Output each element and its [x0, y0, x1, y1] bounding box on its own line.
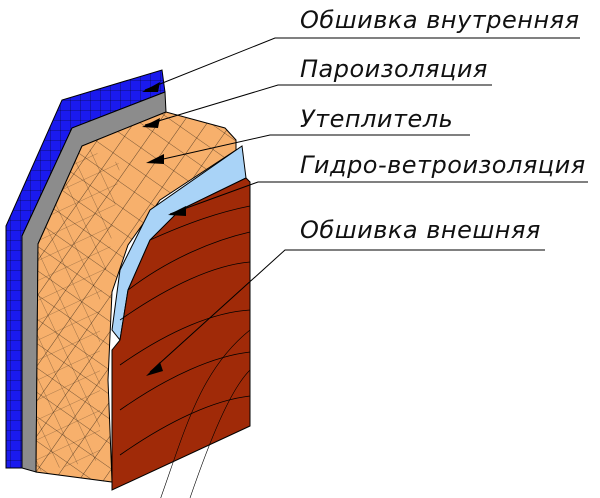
leader-insulation [149, 134, 470, 163]
label-outer-cladding: Обшивка внешняя [300, 216, 541, 244]
wood-grain-lines [119, 205, 251, 456]
arrow-icon [142, 118, 160, 128]
leader-wind-barrier [169, 181, 588, 215]
label-vapor-barrier: Пароизоляция [300, 55, 488, 83]
label-wind-barrier: Гидро-ветроизоляция [300, 151, 586, 179]
arrow-icon [142, 82, 160, 92]
label-inner-cladding: Обшивка внутренняя [300, 6, 580, 34]
arrow-icon [146, 362, 163, 376]
outer-cladding-face [111, 177, 251, 491]
leader-lines [144, 37, 588, 373]
leader-inner-cladding [144, 37, 580, 91]
arrow-icon [146, 154, 164, 164]
outer-cladding-layer [111, 177, 251, 498]
leader-outer-cladding [149, 249, 545, 373]
leader-vapor-barrier [144, 84, 492, 126]
insulation-layer [35, 111, 237, 483]
arrow-icon [168, 206, 186, 216]
label-insulation: Утеплитель [300, 105, 453, 133]
leader-arrowheads [142, 82, 186, 376]
